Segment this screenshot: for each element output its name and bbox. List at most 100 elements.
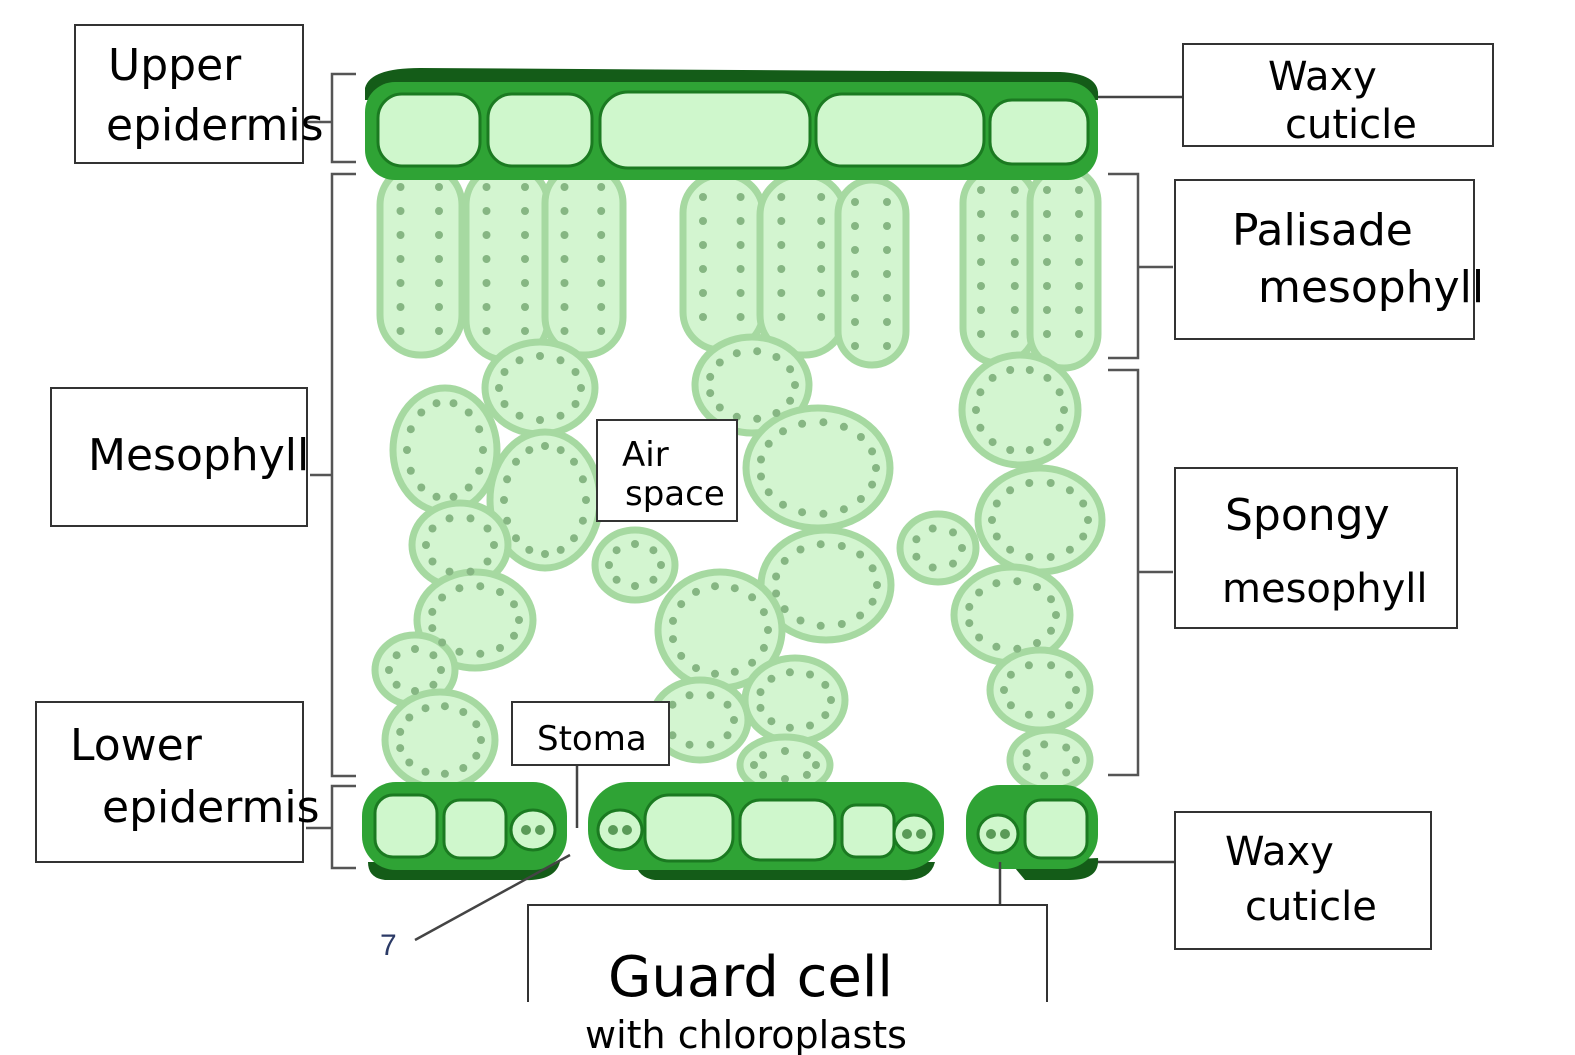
chloroplast-dot bbox=[977, 282, 985, 290]
guard-cell bbox=[509, 808, 557, 852]
chloroplast-dot bbox=[560, 327, 569, 335]
chloroplast-dot bbox=[677, 651, 686, 660]
chloroplast-dot bbox=[975, 588, 984, 597]
chloroplast-dot bbox=[777, 313, 786, 321]
chloroplast-dot bbox=[806, 721, 814, 730]
chloroplast-dot bbox=[560, 183, 569, 191]
chloroplast-dot bbox=[736, 265, 745, 273]
chloroplast-dot bbox=[730, 667, 739, 676]
chloroplast-dot bbox=[560, 303, 569, 311]
chloroplast-dot bbox=[605, 561, 613, 569]
label-spongy-line2: mesophyll bbox=[1222, 566, 1428, 612]
chloroplast-dot bbox=[669, 635, 677, 644]
chloroplast-dot bbox=[1060, 406, 1068, 414]
chloroplast-dot bbox=[459, 764, 468, 772]
chloroplast-dot bbox=[392, 651, 401, 660]
chloroplast-dot bbox=[556, 356, 565, 365]
chloroplast-dot bbox=[669, 616, 677, 625]
chloroplast-dot bbox=[883, 270, 891, 278]
chloroplast-dot bbox=[972, 406, 980, 414]
chloroplast-dot bbox=[449, 399, 458, 408]
chloroplast-dot bbox=[428, 524, 437, 533]
chloroplast-dot bbox=[856, 433, 865, 441]
chloroplast-dot bbox=[992, 579, 1001, 588]
chloroplast-dot bbox=[597, 183, 606, 191]
chloroplast-dot bbox=[1052, 611, 1060, 619]
label-mesophyll-text: Mesophyll bbox=[88, 430, 309, 481]
chloroplast-dot bbox=[817, 313, 826, 321]
label-waxy-cuticle-bottom-line1: Waxy bbox=[1225, 829, 1334, 875]
chloroplast-dot bbox=[496, 588, 504, 596]
chloroplast-dot bbox=[764, 626, 772, 634]
chloroplast-dot bbox=[428, 607, 437, 616]
chloroplast-dot bbox=[466, 514, 475, 523]
chloroplast-dot bbox=[510, 631, 518, 640]
chloroplast-dot bbox=[732, 412, 741, 421]
chloroplast-dot bbox=[817, 265, 826, 273]
chloroplast-dot bbox=[541, 550, 549, 558]
chloroplast-dot bbox=[482, 279, 491, 287]
chloroplast-dot bbox=[435, 207, 443, 215]
guard-cell-chloroplasts bbox=[521, 825, 1010, 839]
chloroplast-dot bbox=[1043, 306, 1051, 314]
chloroplast-dot bbox=[786, 365, 795, 374]
chloroplast-dot bbox=[1047, 626, 1055, 635]
chloroplast-dot bbox=[432, 492, 441, 501]
chloroplast-dot bbox=[521, 183, 529, 191]
guard-chloroplast-dot bbox=[622, 825, 632, 835]
chloroplast-dot bbox=[612, 546, 621, 555]
chloroplast-dot bbox=[1075, 330, 1083, 338]
chloroplast-dot bbox=[521, 303, 529, 311]
chloroplast-dot bbox=[1010, 210, 1019, 218]
chloroplast-dot bbox=[510, 600, 518, 609]
upper-epidermis bbox=[365, 68, 1099, 180]
chloroplast-dot bbox=[1010, 306, 1019, 314]
label-air-space-line2: space bbox=[625, 474, 725, 514]
chloroplast-dot bbox=[649, 575, 658, 584]
chloroplast-dot bbox=[476, 649, 485, 658]
chloroplast-dot bbox=[521, 327, 529, 335]
chloroplast-dot bbox=[396, 255, 405, 263]
chloroplast-dot bbox=[711, 669, 719, 678]
chloroplast-dot bbox=[883, 318, 891, 326]
chloroplast-dot bbox=[1025, 479, 1034, 487]
chloroplast-dot bbox=[500, 368, 509, 376]
chloroplast-dot bbox=[1043, 234, 1051, 242]
chloroplast-dot bbox=[435, 303, 443, 311]
chloroplast-dot bbox=[1075, 258, 1083, 266]
chloroplast-dot bbox=[432, 399, 441, 408]
chloroplast-dot bbox=[1006, 486, 1015, 495]
chloroplast-dot bbox=[1065, 670, 1074, 679]
chloroplast-dot bbox=[1043, 210, 1051, 218]
chloroplast-dot bbox=[477, 736, 485, 744]
chloroplast-dot bbox=[1072, 686, 1080, 694]
label-waxy-cuticle-bottom: Waxy cuticle bbox=[1174, 811, 1432, 950]
chloroplast-dot bbox=[1075, 306, 1083, 314]
label-upper-epidermis-line1: Upper bbox=[108, 40, 242, 91]
chloroplast-dot bbox=[445, 514, 454, 523]
chloroplast-dot bbox=[1084, 516, 1092, 524]
chloroplast-dot bbox=[405, 713, 414, 722]
label-waxy-cuticle-top-line1: Waxy bbox=[1268, 54, 1377, 100]
label-upper-epidermis: Upper epidermis bbox=[74, 24, 324, 164]
chloroplast-dot bbox=[1013, 644, 1022, 653]
label-lower-epidermis-line2: epidermis bbox=[102, 782, 320, 833]
chloroplast-dot bbox=[767, 674, 776, 683]
chloroplast-dot bbox=[582, 496, 590, 504]
chloroplast-dot bbox=[1079, 532, 1088, 541]
chloroplast-dot bbox=[715, 358, 724, 367]
chloroplast-dot bbox=[856, 550, 865, 559]
chloroplast-dot bbox=[821, 711, 830, 720]
chloroplast-dot bbox=[757, 455, 765, 464]
label-guard-cell-line1: Guard cell bbox=[608, 945, 893, 1010]
chloroplast-dot bbox=[597, 279, 606, 287]
chloroplast-dot bbox=[965, 602, 974, 611]
chloroplast-dot bbox=[668, 731, 677, 740]
chloroplast-dot bbox=[802, 751, 811, 760]
chloroplast-dot bbox=[806, 670, 814, 679]
chloroplast-dot bbox=[851, 318, 859, 326]
chloroplast-dot bbox=[464, 483, 473, 492]
chloroplast-dot bbox=[1022, 762, 1031, 771]
chloroplast-dot bbox=[482, 303, 491, 311]
chloroplast-dot bbox=[1075, 210, 1083, 218]
